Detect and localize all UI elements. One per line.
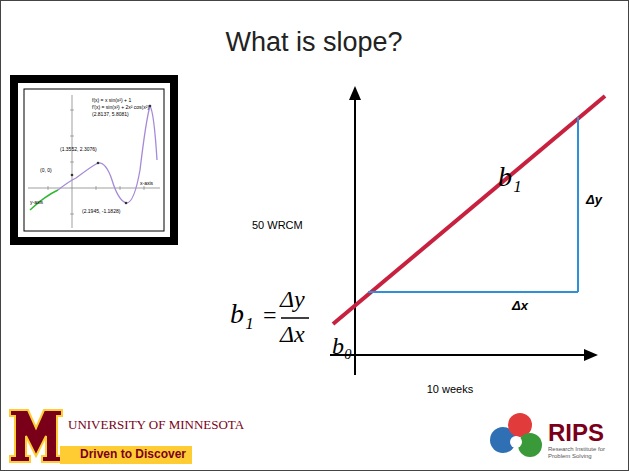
slope-graph bbox=[330, 86, 605, 375]
university-name: UNIVERSITY OF MINNESOTA bbox=[68, 418, 244, 432]
institute-full-name: Research Institute for Problem Solving bbox=[548, 446, 618, 459]
plot-note: f′(x) = sin(x²) + 2x² cos(x²) bbox=[92, 105, 149, 111]
formula-term: Δy bbox=[280, 286, 305, 312]
point-label: (2.8137, 5.8081) bbox=[92, 112, 129, 118]
formula-term: b₁ bbox=[230, 299, 254, 330]
plot-note: f(x) = x sin(x²) + 1 bbox=[92, 98, 131, 104]
axis-label: x-axis bbox=[140, 181, 153, 187]
picture-mat bbox=[18, 83, 170, 237]
slide-title: What is slope? bbox=[225, 28, 402, 58]
picture-frame bbox=[10, 75, 178, 245]
inset-plot bbox=[28, 95, 160, 228]
formula-sign: = bbox=[263, 302, 277, 328]
fraction-bar bbox=[281, 317, 309, 319]
institute-name: RIPS bbox=[548, 420, 604, 446]
point-label: (0, 0) bbox=[40, 168, 52, 174]
picture-border bbox=[24, 89, 164, 231]
rise-label: Δy bbox=[586, 193, 602, 207]
axis-label: 10 weeks bbox=[427, 383, 473, 395]
university-motto: Driven to Discover bbox=[80, 448, 186, 461]
axis-label: y-axis bbox=[30, 200, 43, 206]
run-label: Δx bbox=[512, 299, 528, 313]
formula-term: Δx bbox=[280, 321, 305, 347]
point-label: (2.1945, -1.1828) bbox=[82, 209, 120, 215]
axis-label: 50 WRCM bbox=[252, 219, 303, 231]
intercept-label: b₀ bbox=[332, 333, 352, 359]
rips-logo bbox=[490, 413, 542, 457]
point-label: (1.3552, 2.3076) bbox=[60, 147, 97, 153]
slope-label: b₁ bbox=[498, 162, 522, 193]
